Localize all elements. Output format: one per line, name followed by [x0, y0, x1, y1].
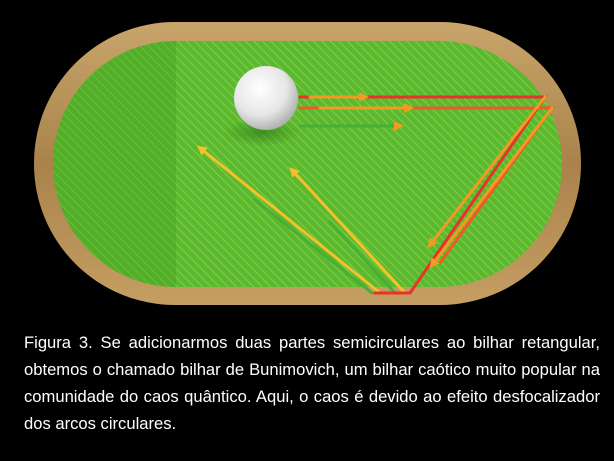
billiard-ball	[234, 66, 298, 130]
trajectory-yellow-2	[289, 167, 407, 295]
trajectory-orange-right-1	[427, 95, 547, 249]
trajectory-yellow-1	[196, 145, 382, 295]
trajectories	[196, 92, 555, 295]
billiard-felt	[53, 41, 562, 287]
figure-caption: Figura 3. Se adicionarmos duas partes se…	[24, 333, 600, 433]
left-semicircle-shade	[53, 41, 176, 287]
trajectory-green-low-2	[328, 220, 397, 295]
trajectory-green-low-1	[253, 198, 374, 295]
trajectory-orange-right-2	[429, 106, 554, 269]
